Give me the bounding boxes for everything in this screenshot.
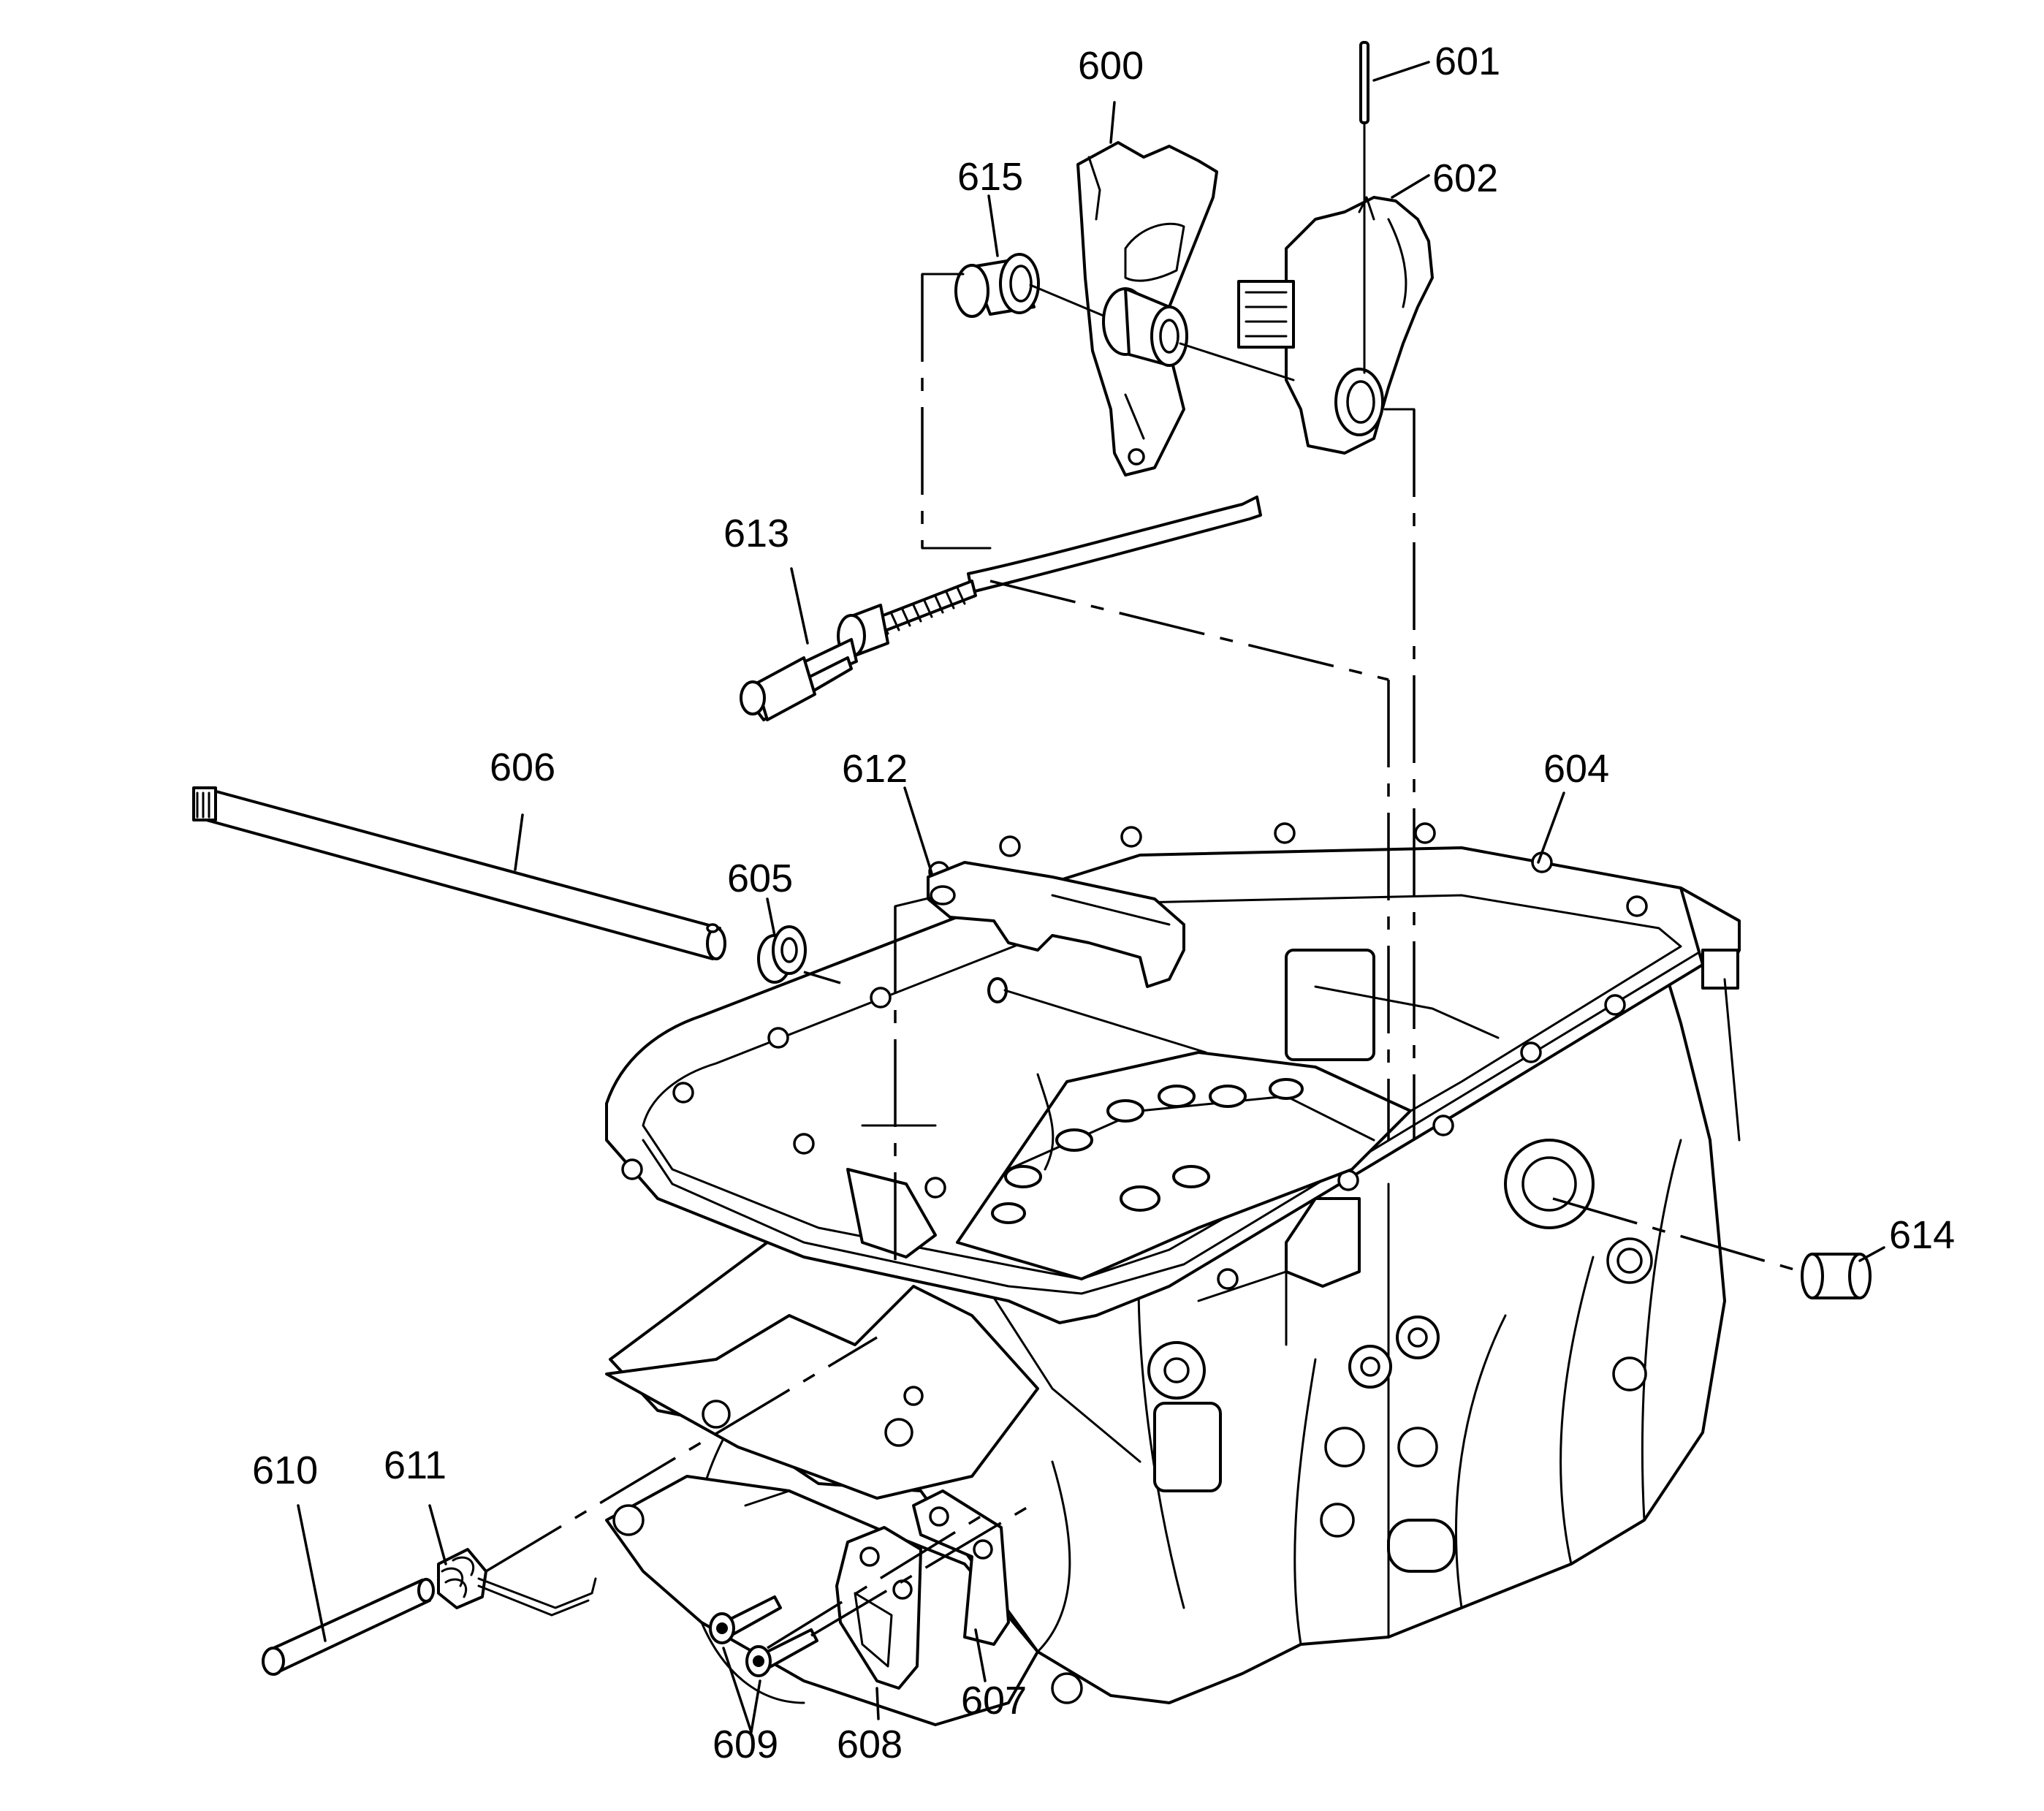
callout-612: 612 bbox=[842, 747, 908, 791]
callout-600: 600 bbox=[1078, 44, 1144, 88]
transmission-case bbox=[605, 822, 1741, 1726]
part-605-seal bbox=[757, 925, 807, 984]
part-601-pin bbox=[1359, 41, 1369, 124]
callout-609: 609 bbox=[713, 1723, 778, 1766]
part-615-seal bbox=[954, 253, 1040, 318]
callout-602: 602 bbox=[1432, 156, 1498, 200]
callout-608: 608 bbox=[837, 1723, 903, 1766]
part-611-spring bbox=[437, 1548, 597, 1617]
part-609-bolts bbox=[709, 1595, 818, 1677]
callout-615: 615 bbox=[957, 155, 1023, 199]
callout-606: 606 bbox=[490, 745, 555, 789]
callout-607: 607 bbox=[961, 1679, 1027, 1723]
part-614-plug bbox=[1801, 1253, 1872, 1299]
callout-610: 610 bbox=[252, 1449, 318, 1492]
callout-604: 604 bbox=[1543, 747, 1609, 791]
callout-611: 611 bbox=[384, 1443, 447, 1487]
part-606-manual-shaft bbox=[192, 786, 726, 960]
callout-labels: 600 601 602 615 613 606 612 604 605 614 … bbox=[252, 39, 1955, 1766]
callout-614: 614 bbox=[1889, 1213, 1955, 1257]
callout-605: 605 bbox=[727, 857, 793, 900]
part-600-detent-lever bbox=[1076, 141, 1218, 477]
part-613-link-rod bbox=[740, 496, 1262, 721]
part-602-range-switch bbox=[1237, 196, 1434, 455]
pin-pointer bbox=[987, 977, 1207, 1054]
part-610-shaft bbox=[262, 1578, 435, 1676]
part-612-bracket bbox=[927, 861, 1185, 988]
callout-601: 601 bbox=[1435, 39, 1500, 83]
alignment-lines bbox=[485, 123, 1802, 1649]
leader-lines bbox=[297, 61, 1885, 1734]
callout-613: 613 bbox=[723, 512, 789, 555]
